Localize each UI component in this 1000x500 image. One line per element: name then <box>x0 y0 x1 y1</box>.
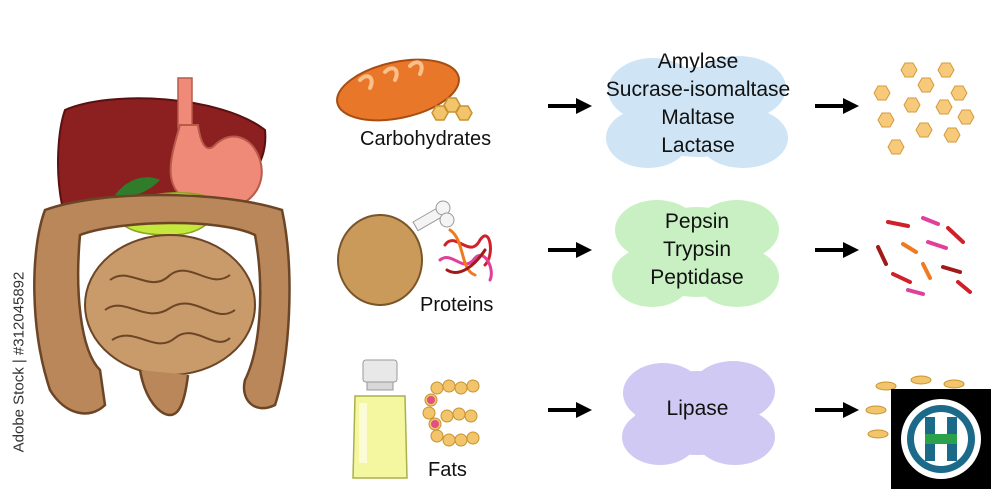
glucose-molecules-icon <box>873 62 975 155</box>
logo <box>891 389 991 489</box>
bread-icon <box>336 58 473 122</box>
chicken-leg-icon <box>337 200 493 306</box>
arrow-right-icon <box>548 98 592 114</box>
food-label-carbohydrates: Carbohydrates <box>360 128 492 150</box>
fatty-acids-icon <box>865 375 965 439</box>
enzyme-trypsin: Trypsin <box>662 238 732 261</box>
logo-icon <box>901 399 981 479</box>
watermark-text: Adobe Stock | #312045892 <box>10 271 28 453</box>
enzyme-amylase: Amylase <box>657 50 739 73</box>
enzyme-cloud-fats <box>622 361 775 465</box>
food-label-proteins: Proteins <box>420 294 494 316</box>
enzyme-list-carbohydrates: Amylase Sucrase-isomaltase Maltase Lacta… <box>598 48 798 160</box>
enzyme-lipase: Lipase <box>666 397 729 420</box>
enzyme-cloud-carbohydrates <box>606 56 788 168</box>
arrow-right-icon <box>548 402 592 418</box>
enzyme-list-proteins: Pepsin Trypsin Peptidase <box>607 208 787 292</box>
enzyme-cloud-proteins <box>612 200 779 307</box>
arrow-right-icon <box>548 242 592 258</box>
enzyme-maltase: Maltase <box>661 106 735 129</box>
arrow-right-icon <box>815 402 859 418</box>
watermark: Adobe Stock | #312045892 <box>6 262 32 462</box>
enzyme-sucrase-isomaltase: Sucrase-isomaltase <box>605 78 791 101</box>
arrow-right-icon <box>815 98 859 114</box>
amino-acids-icon <box>876 216 972 296</box>
enzyme-lactase: Lactase <box>661 134 735 157</box>
digestive-system-icon <box>33 77 291 417</box>
food-label-fats: Fats <box>428 459 467 481</box>
enzyme-list-fats: Lipase <box>615 395 780 423</box>
arrow-right-icon <box>815 242 859 258</box>
enzyme-pepsin: Pepsin <box>664 210 730 233</box>
enzyme-peptidase: Peptidase <box>650 266 744 289</box>
oil-bottle-icon <box>352 359 480 479</box>
